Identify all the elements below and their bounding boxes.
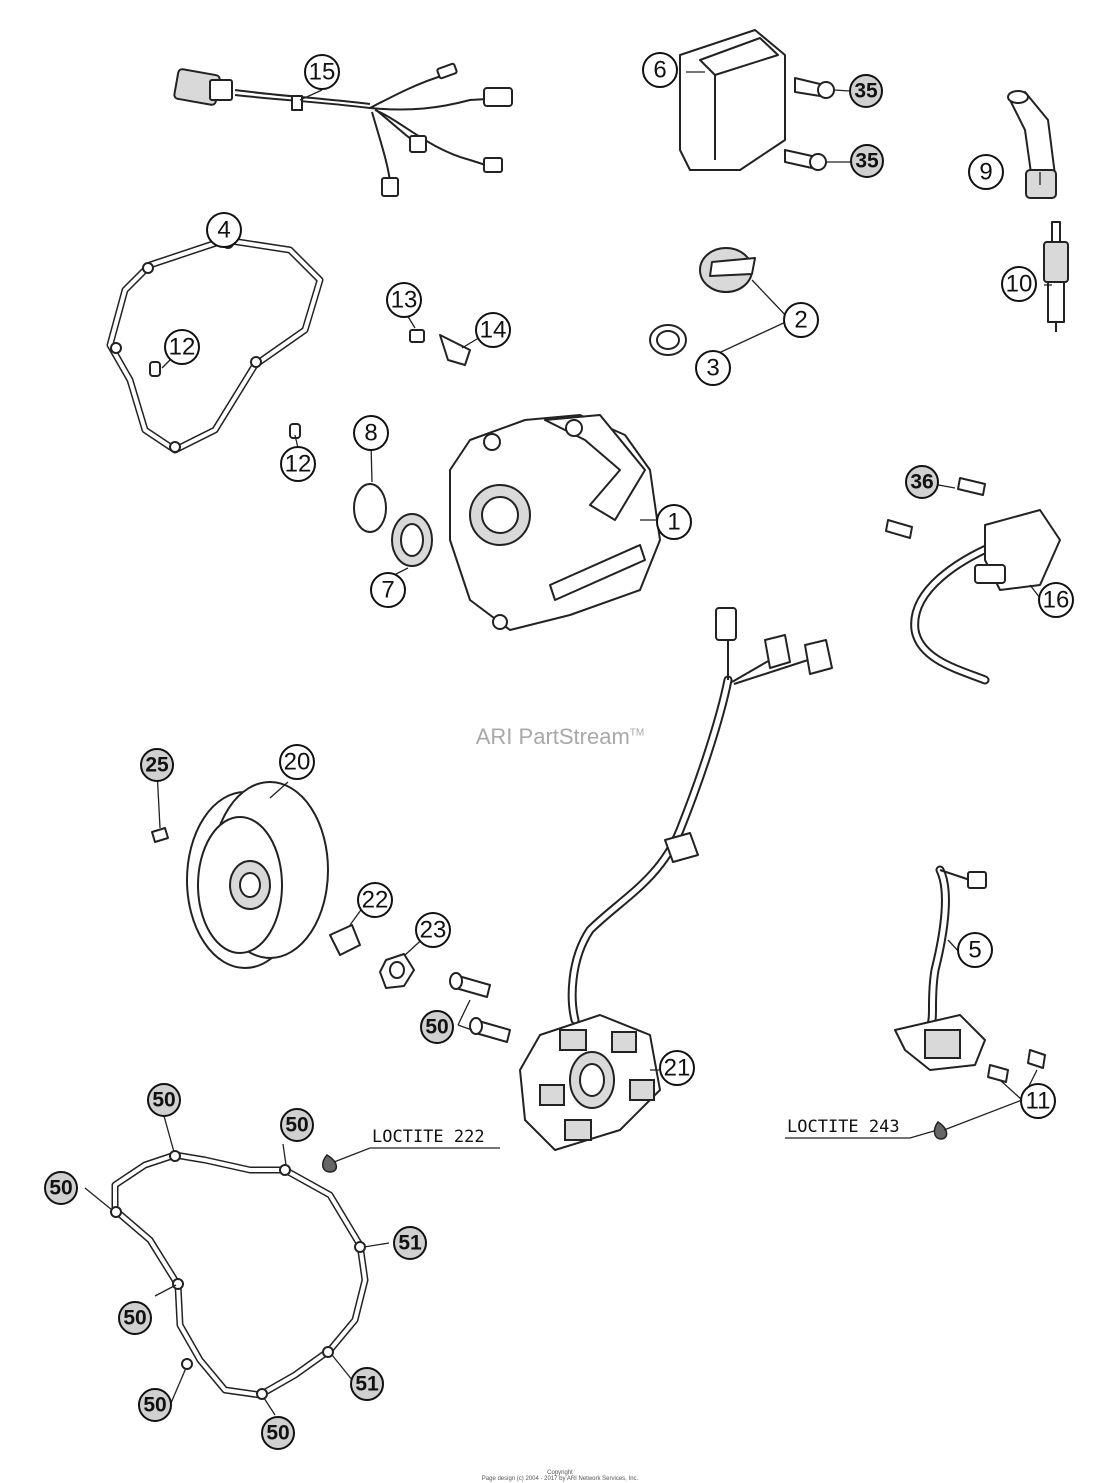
callout-7[interactable]: 7 [370,572,406,608]
svg-text:6: 6 [653,57,666,84]
callout-50-stator[interactable]: 50 [420,1010,454,1044]
spark-plug-part [1043,221,1069,332]
screw-and-clip-part [409,329,471,366]
callout-14[interactable]: 14 [475,312,511,348]
callout-2[interactable]: 2 [783,302,819,338]
generator-cover-part [449,414,661,631]
oring-and-seal-part [353,483,433,567]
svg-text:13: 13 [391,287,418,314]
pickup-sensor-part [894,865,1046,1083]
callout-22[interactable]: 22 [357,882,393,918]
spark-plug-cap-part [1007,90,1057,199]
callout-51-bottom[interactable]: 51 [350,1367,384,1401]
callout-1[interactable]: 1 [656,504,692,540]
svg-text:50: 50 [49,1177,72,1200]
callout-25[interactable]: 25 [140,748,174,782]
svg-text:4: 4 [217,217,230,244]
callout-20[interactable]: 20 [279,744,315,780]
svg-text:8: 8 [364,420,377,447]
svg-text:22: 22 [362,887,389,914]
callout-6[interactable]: 6 [642,52,678,88]
svg-text:10: 10 [1006,271,1033,298]
svg-text:23: 23 [420,917,447,944]
inner-gasket-part [106,236,324,454]
wiring-harness-part [173,62,513,197]
stator-screws-part [449,972,511,1043]
svg-text:7: 7 [381,577,394,604]
svg-text:21: 21 [664,1055,691,1082]
svg-text:50: 50 [285,1114,308,1137]
leader-lines [84,71,1052,1416]
watermark: ARI PartStreamTM [475,724,645,749]
callout-23[interactable]: 23 [415,912,451,948]
svg-text:3: 3 [706,355,719,382]
svg-text:5: 5 [968,937,981,964]
callout-50-gasket-top[interactable]: 50 [147,1083,181,1117]
svg-text:51: 51 [355,1373,379,1396]
callout-11[interactable]: 11 [1020,1083,1056,1119]
callout-35-bottom[interactable]: 35 [850,144,884,178]
svg-text:14: 14 [480,317,507,344]
svg-text:25: 25 [145,754,169,777]
svg-text:50: 50 [143,1394,166,1417]
svg-text:51: 51 [398,1232,422,1255]
callout-13[interactable]: 13 [386,282,422,318]
callout-5[interactable]: 5 [957,932,993,968]
callout-50-gasket-inner[interactable]: 50 [118,1301,152,1335]
svg-text:12: 12 [169,334,196,361]
svg-text:50: 50 [152,1089,175,1112]
svg-text:11: 11 [1026,1088,1051,1115]
svg-text:12: 12 [285,451,312,478]
callout-8[interactable]: 8 [353,415,389,451]
callout-9[interactable]: 9 [968,154,1004,190]
copyright-line: Page design (c) 2004 - 2017 by ARI Netwo… [481,1476,639,1482]
flywheel-part [186,781,329,969]
washer-and-nut-part [329,924,415,989]
copyright-notice: Copyright Page design (c) 2004 - 2017 by… [0,1470,1120,1482]
callout-51-right[interactable]: 51 [393,1226,427,1260]
loctite-drop-243 [933,1120,948,1140]
stator-part [519,607,833,1151]
callout-16[interactable]: 16 [1038,582,1074,618]
svg-text:16: 16 [1043,587,1070,614]
callout-21[interactable]: 21 [659,1050,695,1086]
plug-and-oring-part [649,247,756,356]
callout-10[interactable]: 10 [1001,266,1037,302]
cdi-unit-part [679,29,835,171]
svg-text:50: 50 [123,1307,146,1330]
callout-36[interactable]: 36 [905,465,939,499]
svg-text:20: 20 [284,749,311,776]
svg-text:1: 1 [667,509,680,536]
callout-15[interactable]: 15 [304,54,340,90]
callout-50-gasket-bottom[interactable]: 50 [261,1416,295,1450]
callout-50-gasket-mid[interactable]: 50 [280,1108,314,1142]
svg-text:50: 50 [425,1016,448,1039]
svg-text:36: 36 [910,471,933,494]
loctite-drop-222 [322,1154,338,1173]
callout-12-bottom[interactable]: 12 [280,446,316,482]
svg-text:35: 35 [854,80,878,103]
copyright-title: Copyright [547,1470,573,1476]
loctite-243-label: LOCTITE 243 [787,1117,900,1137]
callout-4[interactable]: 4 [206,212,242,248]
svg-text:2: 2 [794,307,807,334]
svg-text:35: 35 [855,150,879,173]
callout-3[interactable]: 3 [695,350,731,386]
loctite-222-label: LOCTITE 222 [372,1127,485,1147]
svg-text:9: 9 [979,159,992,186]
callout-35-top[interactable]: 35 [849,74,883,108]
callout-50-gasket-bottom-left[interactable]: 50 [138,1388,172,1422]
callout-12-top[interactable]: 12 [164,329,200,365]
outer-gasket-part [110,1150,369,1400]
svg-text:50: 50 [266,1422,289,1445]
woodruff-key-part [151,827,169,843]
svg-text:15: 15 [309,59,336,86]
callout-50-gasket-left[interactable]: 50 [44,1171,78,1205]
ignition-coil-part [885,477,1061,685]
